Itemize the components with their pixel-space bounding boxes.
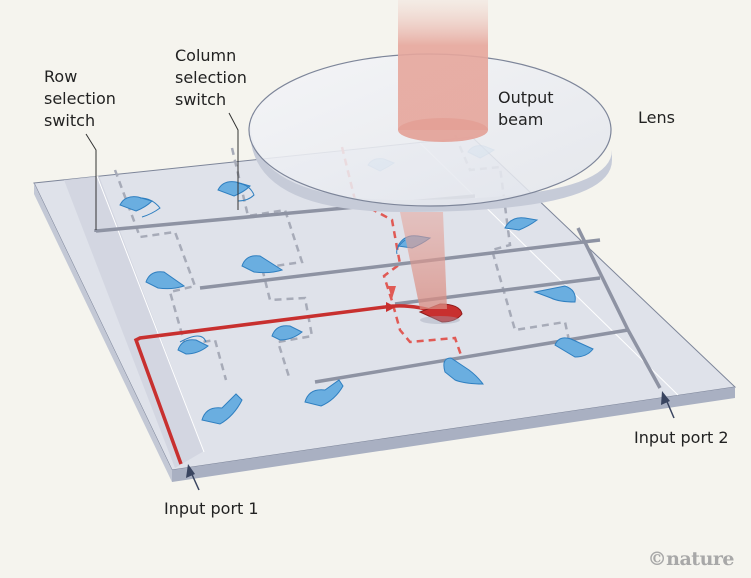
output-beam-lower bbox=[400, 212, 447, 309]
emitter-r2c1 bbox=[145, 271, 186, 290]
emitter-r1c1 bbox=[119, 196, 161, 218]
column-selection-bus-right bbox=[576, 227, 662, 389]
column-switch-paths bbox=[113, 134, 572, 381]
emitter-r4c4 bbox=[554, 337, 594, 358]
emitter-r2c2 bbox=[241, 255, 284, 274]
column-path-4 bbox=[453, 134, 572, 346]
column-selection-switch-label: Column selection switch bbox=[175, 46, 247, 109]
nature-credit: ©nature bbox=[647, 548, 735, 570]
row-switch-leader bbox=[85, 133, 97, 230]
column-path-1 bbox=[113, 169, 228, 381]
chip-left-margin bbox=[64, 176, 204, 468]
emitter-r3c2 bbox=[271, 325, 303, 341]
input-port-1-arrow-icon bbox=[186, 464, 200, 491]
emitter-r4c3 bbox=[443, 357, 485, 385]
input-port-2-label: Input port 2 bbox=[634, 428, 729, 447]
chip-inner-line-left bbox=[96, 175, 205, 453]
active-path-arrow-icon bbox=[386, 302, 396, 312]
leader-lines bbox=[85, 112, 239, 230]
output-beam bbox=[398, 0, 488, 142]
row-selection-switch-label: Row selection switch bbox=[44, 67, 116, 130]
output-beam-label: Output beam bbox=[498, 88, 554, 129]
row-waveguide-4 bbox=[314, 328, 629, 384]
emitter-r4c2 bbox=[304, 379, 344, 407]
emitter-r4c1 bbox=[201, 393, 243, 425]
emitter-r2c4 bbox=[504, 217, 539, 231]
column-switch-leader bbox=[228, 112, 239, 210]
emitter-r3c1 bbox=[177, 335, 209, 355]
column-arrow-icon bbox=[388, 286, 396, 299]
column-path-2 bbox=[230, 147, 314, 381]
lens-label: Lens bbox=[638, 108, 675, 127]
emitter-r3c4 bbox=[533, 285, 576, 303]
chip-front-edge bbox=[172, 387, 735, 482]
row-waveguide-2 bbox=[199, 238, 601, 290]
input-port-1-label: Input port 1 bbox=[164, 499, 259, 518]
chip-left-edge bbox=[34, 183, 172, 482]
input-port-2-arrow-icon bbox=[661, 391, 675, 419]
